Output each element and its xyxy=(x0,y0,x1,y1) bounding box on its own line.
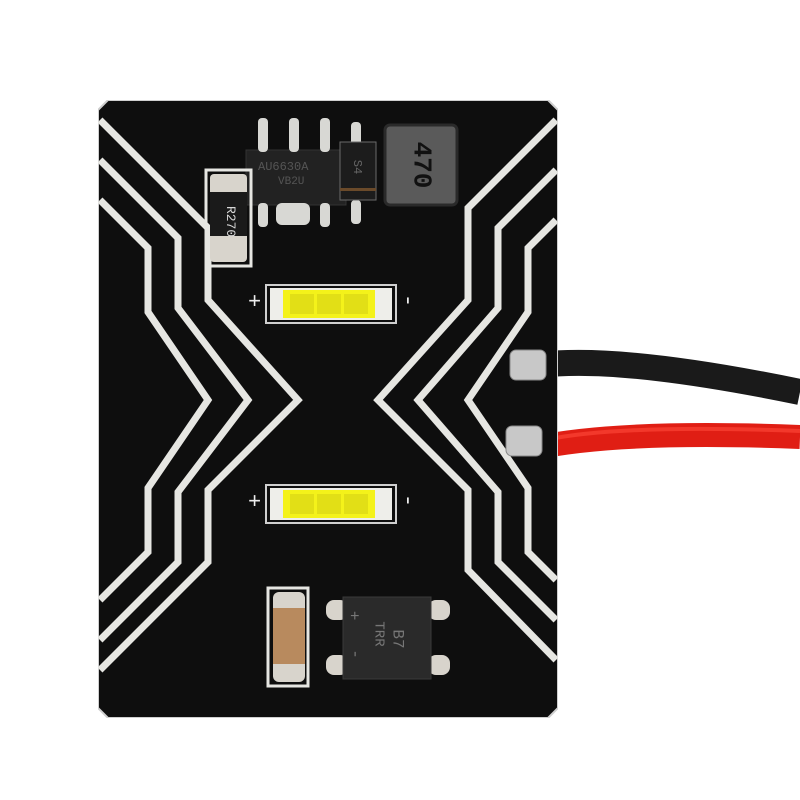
led-top xyxy=(265,284,397,324)
inductor-marking: 470 xyxy=(406,141,437,189)
solder-pad-positive xyxy=(505,425,543,457)
inductor xyxy=(383,123,459,207)
diode-marking: S4 xyxy=(350,159,365,175)
rectifier-marking-2: B7 xyxy=(388,629,407,649)
led-top-minus: - xyxy=(395,293,421,308)
solder-pad-negative xyxy=(509,349,547,381)
resistor xyxy=(204,168,253,268)
led-bottom xyxy=(265,484,397,524)
ic-marking-1: AU6630A xyxy=(258,160,309,174)
pcb-board: R270 AU6630A VB2U S4 470 + - + - TRR B7 … xyxy=(98,100,558,718)
regulator-ic xyxy=(245,118,347,227)
diode xyxy=(339,122,377,224)
bridge-rectifier xyxy=(326,596,450,680)
led-bottom-minus: - xyxy=(395,493,421,508)
led-top-plus: + xyxy=(248,290,262,315)
rectifier-plus: + xyxy=(350,608,360,626)
capacitor xyxy=(266,586,310,688)
rectifier-marking-1: TRR xyxy=(370,621,387,647)
black-wire xyxy=(538,349,800,405)
red-wire xyxy=(532,423,800,460)
led-bottom-plus: + xyxy=(248,490,262,515)
ic-marking-2: VB2U xyxy=(278,176,305,188)
rectifier-minus: - xyxy=(345,649,364,659)
resistor-marking: R270 xyxy=(223,206,238,238)
